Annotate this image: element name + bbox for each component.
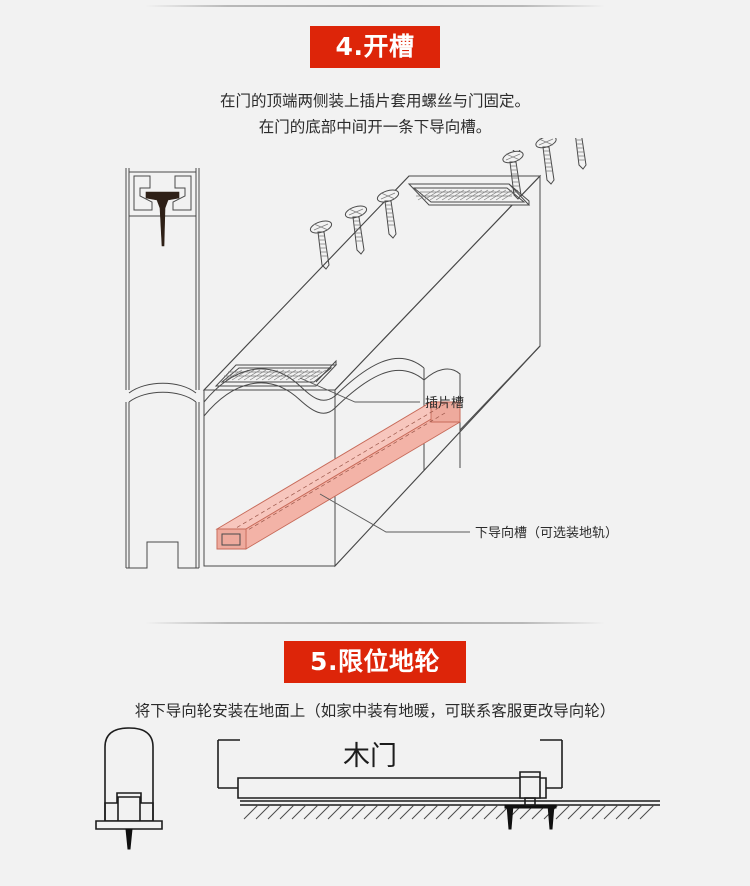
door-front-elevation <box>95 727 163 850</box>
screw-icon <box>575 138 587 170</box>
section-caption-4: 在门的顶端两侧装上插片套用螺丝与门固定。 在门的底部中间开一条下导向槽。 <box>0 88 750 140</box>
door-profile-section-view <box>125 168 200 569</box>
screw-icon <box>376 189 400 239</box>
caption-5-line-1: 将下导向轮安装在地面上（如家中装有地暖，可联系客服更改导向轮） <box>134 702 616 720</box>
figure-floor-guide-wheel: 木门 <box>0 725 750 855</box>
section-badge-4: 4.开槽 <box>309 26 441 68</box>
screw-group-near <box>309 189 400 270</box>
figure-slot-cutting: 插片槽 下导向槽（可选装地轨） <box>0 150 750 590</box>
section-badge-5: 5.限位地轮 <box>284 641 466 683</box>
caption-4-line-1: 在门的顶端两侧装上插片套用螺丝与门固定。 <box>219 92 530 110</box>
section-divider-mid <box>145 622 605 624</box>
door-body-break <box>203 357 461 470</box>
bottom-guide-channel <box>215 401 462 550</box>
section-header-4: 4.开槽 <box>0 26 750 68</box>
screws-far-slot <box>502 138 587 200</box>
blade-slot-far <box>407 183 531 206</box>
section-header-5: 5.限位地轮 <box>0 641 750 683</box>
screw-icon <box>535 138 557 185</box>
annotation-slot: 插片槽 <box>299 377 464 411</box>
label-guide-channel: 下导向槽（可选装地轨） <box>475 525 618 541</box>
label-wooden-door: 木门 <box>343 741 397 772</box>
section-divider-top <box>145 5 605 7</box>
label-blade-slot: 插片槽 <box>425 396 464 411</box>
section-caption-5: 将下导向轮安装在地面上（如家中装有地暖，可联系客服更改导向轮） <box>0 698 750 724</box>
screw-overlay-far <box>0 138 750 268</box>
slot-cutting-drawing: 插片槽 下导向槽（可选装地轨） <box>125 150 618 569</box>
annotation-channel: 下导向槽（可选装地轨） <box>319 493 618 541</box>
door-side-elevation: 木门 <box>217 739 660 830</box>
floor-guide-drawing: 木门 <box>95 727 660 850</box>
caption-4-line-2: 在门的底部中间开一条下导向槽。 <box>258 118 492 136</box>
screw-icon <box>344 205 368 255</box>
screw-icon <box>502 150 524 200</box>
screw-icon <box>309 220 333 270</box>
